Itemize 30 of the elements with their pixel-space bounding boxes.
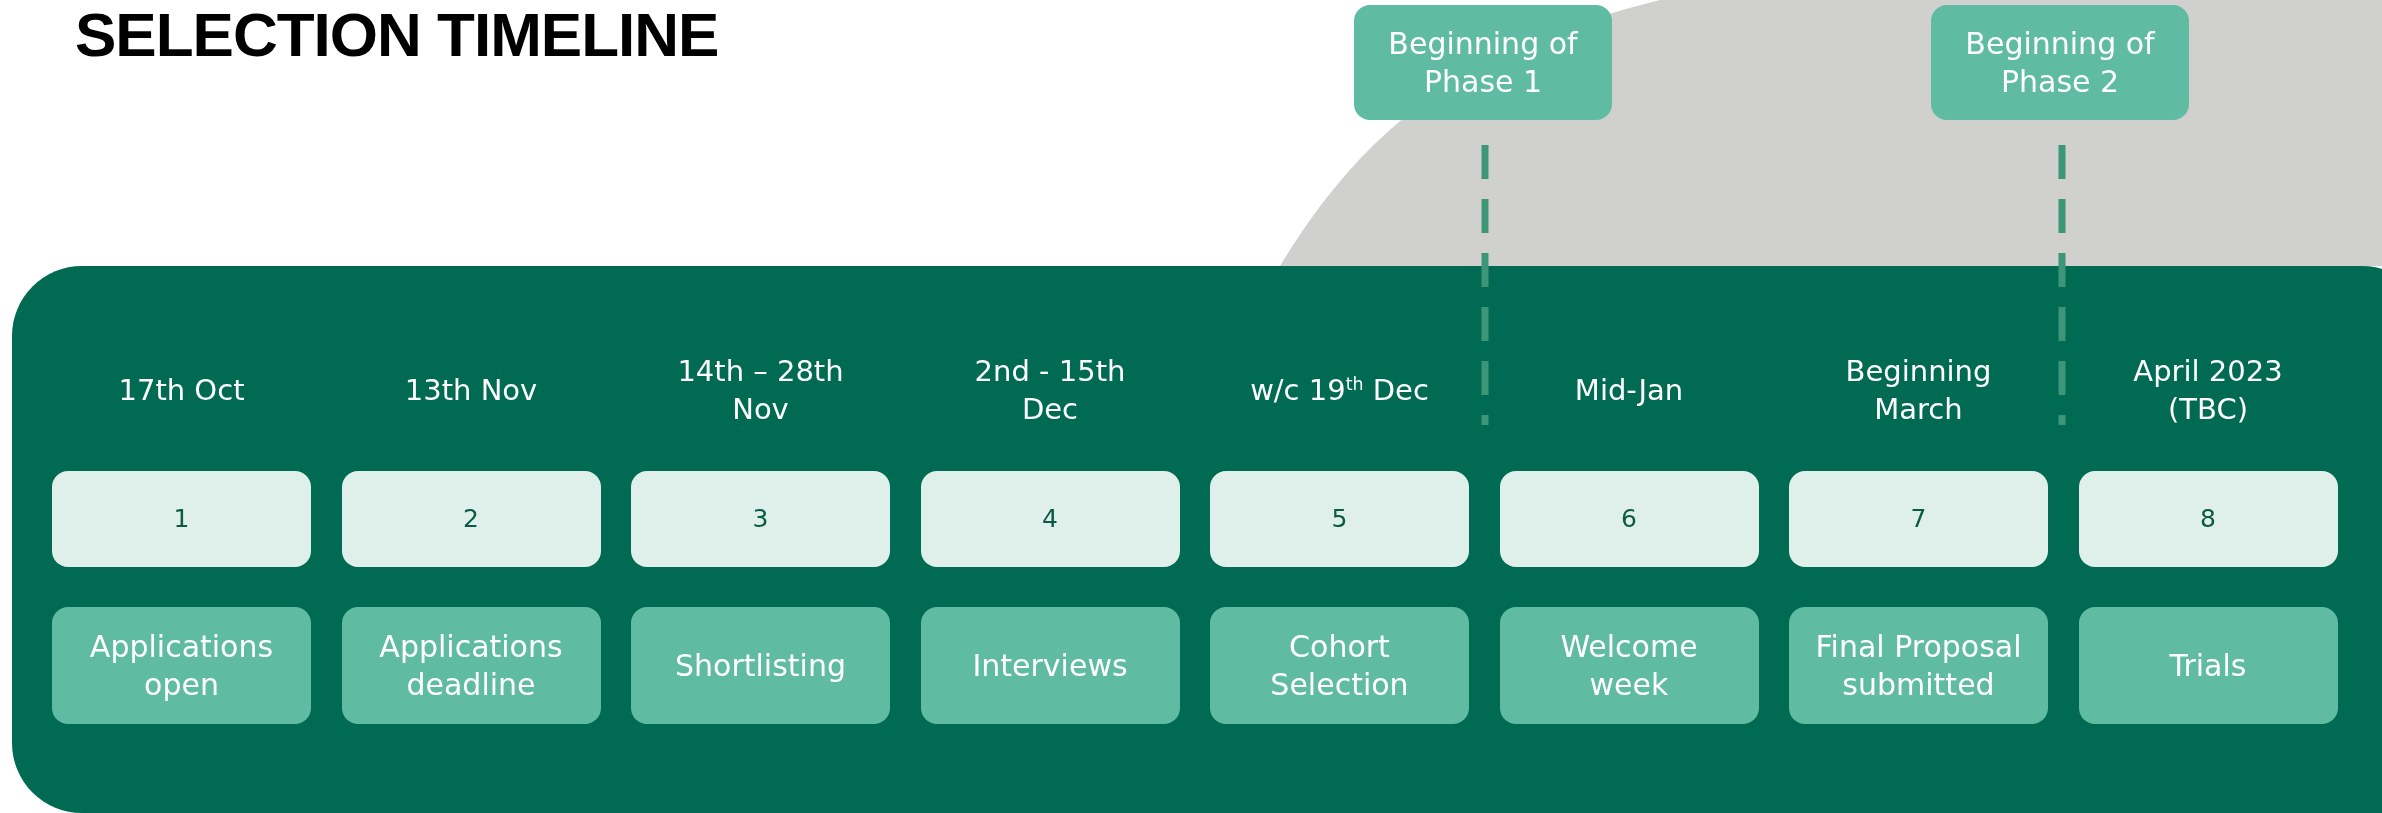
date-label: Beginning March — [1844, 353, 1993, 428]
stage-box: Shortlisting — [631, 607, 890, 724]
stage-box: Interviews — [920, 607, 1180, 724]
stage-box: Applications open — [52, 607, 311, 724]
stage-box: Applications deadline — [341, 607, 601, 724]
stage-box: Welcome week — [1499, 607, 1759, 724]
step-number-box: 5 — [1210, 471, 1469, 567]
timeline-panel — [12, 266, 2382, 813]
stage-box: Cohort Selection — [1210, 607, 1469, 724]
date-label: 13th Nov — [403, 372, 539, 410]
stage-box: Final Proposal submitted — [1789, 607, 2048, 724]
date-label: 2nd - 15th Dec — [973, 353, 1127, 428]
dashed-line — [2058, 145, 2066, 425]
date-label: April 2023 (TBC) — [2132, 353, 2284, 428]
step-number-box: 1 — [52, 471, 311, 567]
step-number-box: 2 — [341, 471, 601, 567]
date-label: 14th – 28th Nov — [676, 353, 845, 428]
step-number-box: 6 — [1499, 471, 1759, 567]
stage-box: Trials — [2078, 607, 2338, 724]
date-label: 17th Oct — [117, 372, 246, 410]
step-number-box: 4 — [920, 471, 1180, 567]
dashed-line — [1481, 145, 1489, 425]
step-number-box: 8 — [2078, 471, 2338, 567]
stage-box: Beginning of Phase 2 — [1931, 5, 2189, 120]
stage-box: Beginning of Phase 1 — [1354, 5, 1612, 120]
date-label: w/c 19$^{th}$ Dec — [1249, 372, 1430, 410]
step-number-box: 3 — [631, 471, 890, 567]
step-number-box: 7 — [1789, 471, 2048, 567]
title: SELECTION TIMELINE — [75, 0, 719, 70]
date-label: Mid-Jan — [1573, 372, 1685, 410]
